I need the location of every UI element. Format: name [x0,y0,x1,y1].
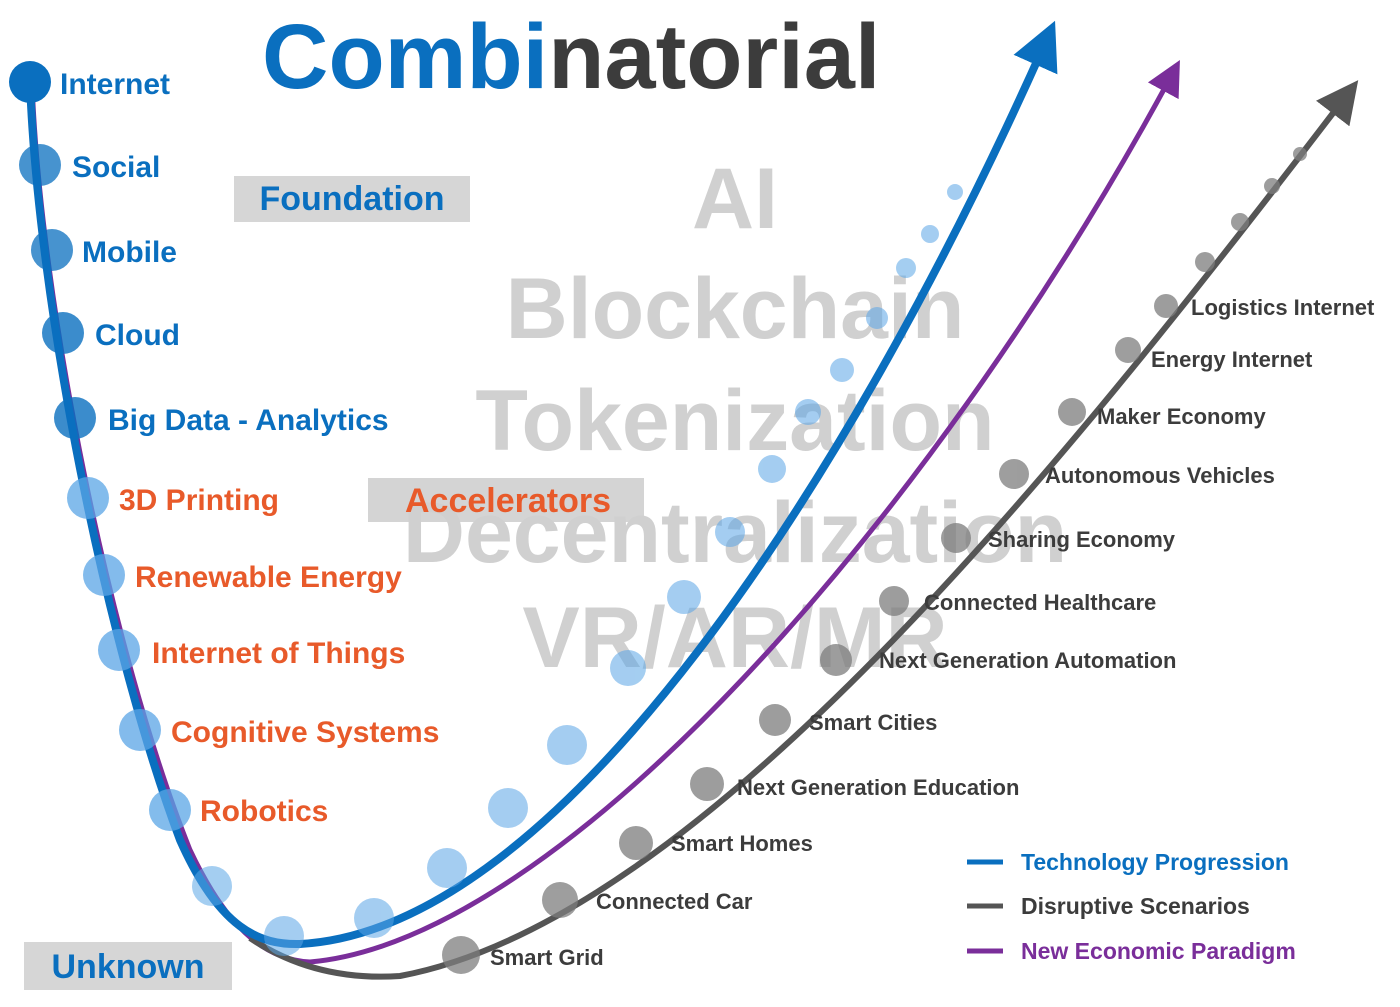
legend-label-economic: New Economic Paradigm [1021,938,1296,964]
marker-renewable-energy [83,554,125,596]
title-part-gray: natorial [548,6,880,108]
label-smart-homes: Smart Homes [671,831,813,856]
scenario-marker [1264,178,1280,194]
label-smart-grid: Smart Grid [490,945,604,970]
progression-marker [192,866,232,906]
label-cognitive-systems: Cognitive Systems [171,716,439,749]
marker-autonomous-vehicles [999,459,1029,489]
disruptive-scenarios-curve [248,80,1359,980]
progression-marker [795,399,821,425]
label-next-gen-automation: Next Generation Automation [879,648,1176,673]
marker-internet [9,61,51,103]
marker-cloud [42,312,84,354]
marker-big-data [54,397,96,439]
progression-marker [921,225,939,243]
label-renewable-energy: Renewable Energy [135,561,402,594]
progression-marker [264,916,304,956]
legend: Technology Progression Disruptive Scenar… [967,849,1296,964]
title-part-blue: Combi [262,6,548,108]
marker-sharing-economy [941,523,971,553]
legend-label-disruptive: Disruptive Scenarios [1021,893,1250,919]
progression-marker [427,848,467,888]
label-connected-healthcare: Connected Healthcare [924,590,1156,615]
progression-markers [192,184,963,956]
foundation-markers [9,61,96,439]
label-internet: Internet [60,68,170,101]
accelerators-label: Accelerators [405,482,611,520]
label-social: Social [72,151,160,184]
scenario-markers [442,147,1307,974]
page-title: Combinatorial [262,6,881,108]
label-3d-printing: 3D Printing [119,484,279,517]
foundation-box [234,176,470,222]
marker-connected-healthcare [879,586,909,616]
marker-robotics [149,789,191,831]
label-big-data: Big Data - Analytics [108,404,389,437]
marker-3d-printing [67,477,109,519]
label-next-gen-education: Next Generation Education [737,775,1019,800]
progression-marker [610,650,646,686]
progression-marker [866,307,888,329]
progression-marker [896,258,916,278]
label-cloud: Cloud [95,319,180,352]
progression-marker [715,517,745,547]
marker-iot [98,629,140,671]
foundation-label: Foundation [259,180,444,218]
marker-smart-homes [619,826,653,860]
label-robotics: Robotics [200,795,328,828]
marker-cognitive-systems [119,709,161,751]
watermark-tokenization: Tokenization [475,373,994,469]
marker-smart-cities [759,704,791,736]
label-sharing-economy: Sharing Economy [988,527,1176,552]
label-logistics-internet: Logistics Internet [1191,295,1375,320]
legend-label-technology: Technology Progression [1021,849,1289,875]
label-smart-cities: Smart Cities [809,710,937,735]
watermark-blockchain: Blockchain [506,261,965,357]
scenario-marker [1231,213,1249,231]
progression-marker [354,898,394,938]
label-mobile: Mobile [82,236,177,269]
progression-marker [830,358,854,382]
marker-next-gen-automation [820,644,852,676]
marker-connected-car [542,882,578,918]
label-autonomous-vehicles: Autonomous Vehicles [1045,463,1275,488]
marker-smart-grid [442,936,480,974]
marker-maker-economy [1058,398,1086,426]
progression-marker [758,455,786,483]
accelerator-markers [67,477,191,831]
scenario-marker [1293,147,1307,161]
progression-marker [488,788,528,828]
label-energy-internet: Energy Internet [1151,347,1313,372]
accelerators-box [368,478,644,522]
unknown-box [24,942,232,990]
progression-marker [667,580,701,614]
scenario-marker [1195,252,1215,272]
unknown-label: Unknown [52,948,205,986]
label-maker-economy: Maker Economy [1097,404,1266,429]
watermark-ai: AI [692,151,778,247]
label-connected-car: Connected Car [596,889,753,914]
progression-marker [547,725,587,765]
marker-energy-internet [1115,337,1141,363]
marker-next-gen-education [690,767,724,801]
progression-marker [947,184,963,200]
marker-mobile [31,229,73,271]
marker-social [19,144,61,186]
marker-logistics-internet [1154,294,1178,318]
label-iot: Internet of Things [152,637,405,670]
